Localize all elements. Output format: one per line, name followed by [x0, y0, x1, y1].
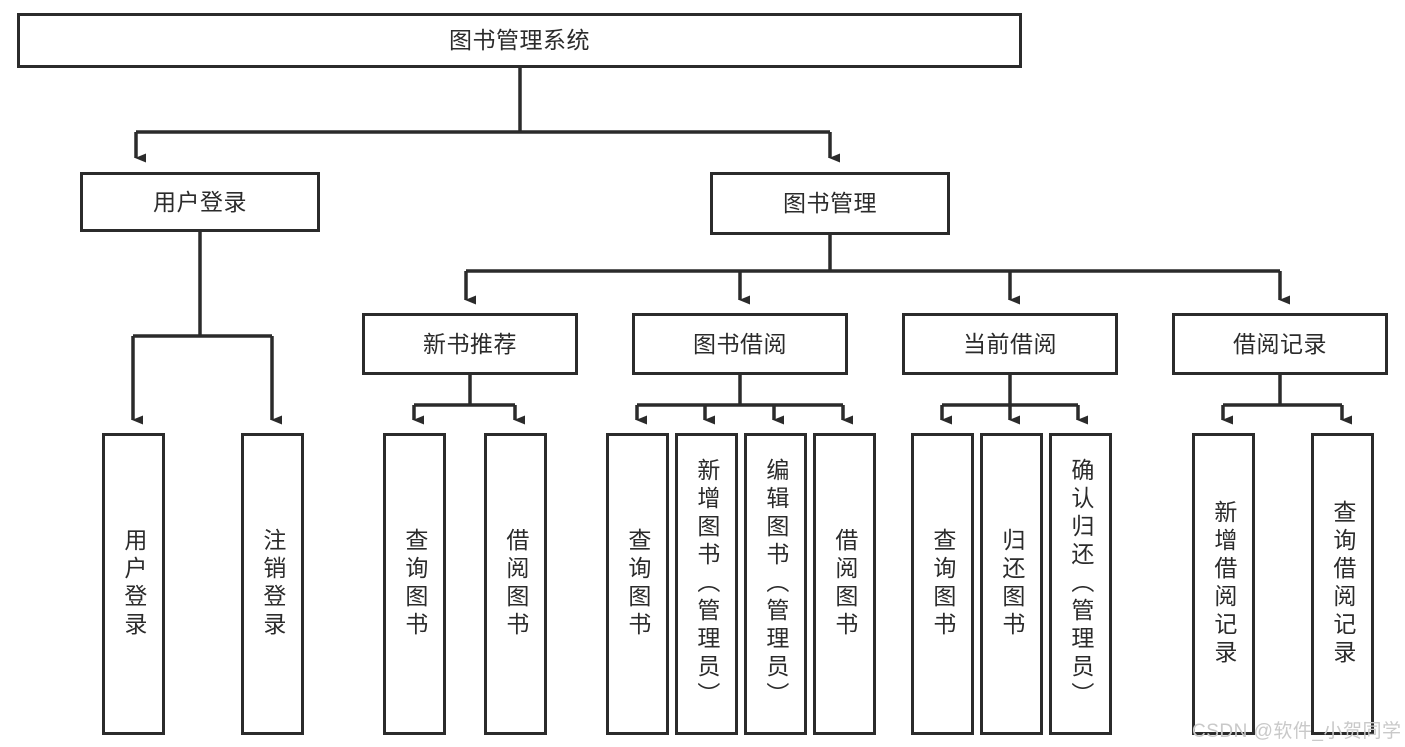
- node-leaf-add-book-admin[interactable]: 新增图书（管理员）: [675, 433, 738, 735]
- node-leaf-borrow-book[interactable]: 借阅图书: [813, 433, 876, 735]
- edges-current-borrow-to-leaves: [940, 375, 1088, 425]
- node-leaf-query-book-borrow[interactable]: 查询图书: [606, 433, 669, 735]
- node-label: 查询借阅记录: [1329, 500, 1356, 668]
- node-label: 查询图书: [624, 528, 651, 640]
- node-user-login[interactable]: 用户登录: [80, 172, 320, 232]
- node-leaf-confirm-return-admin[interactable]: 确认归还（管理员）: [1049, 433, 1112, 735]
- node-label: 借阅记录: [1233, 330, 1327, 357]
- edges-new-book-recommend-to-leaves: [412, 375, 525, 425]
- node-current-borrow[interactable]: 当前借阅: [902, 313, 1118, 375]
- node-label: 归还图书: [998, 528, 1025, 640]
- node-label: 查询图书: [929, 528, 956, 640]
- node-leaf-user-login[interactable]: 用户登录: [102, 433, 165, 735]
- edges-book-manage-to-level3: [464, 235, 1290, 305]
- node-book-management[interactable]: 图书管理: [710, 172, 950, 235]
- node-label: 借阅图书: [502, 528, 529, 640]
- node-leaf-query-book-current[interactable]: 查询图书: [911, 433, 974, 735]
- node-label: 图书管理系统: [449, 27, 590, 54]
- node-label: 新增借阅记录: [1210, 500, 1237, 668]
- watermark-text: CSDN @软件_小贺同学: [1192, 721, 1402, 742]
- node-label: 用户登录: [153, 188, 247, 215]
- edges-book-borrow-to-leaves: [635, 375, 853, 425]
- node-leaf-query-borrow-record[interactable]: 查询借阅记录: [1311, 433, 1374, 735]
- node-label: 编辑图书（管理员）: [762, 458, 789, 710]
- node-label: 确认归还（管理员）: [1067, 458, 1094, 710]
- node-label: 图书借阅: [693, 330, 787, 357]
- node-leaf-edit-book-admin[interactable]: 编辑图书（管理员）: [744, 433, 807, 735]
- node-new-book-recommend[interactable]: 新书推荐: [362, 313, 578, 375]
- node-root-book-management-system[interactable]: 图书管理系统: [17, 13, 1022, 68]
- edges-borrow-record-to-leaves: [1221, 375, 1352, 425]
- node-leaf-query-book-recommend[interactable]: 查询图书: [383, 433, 446, 735]
- edges-user-login-to-leaves: [131, 232, 282, 425]
- node-label: 图书管理: [783, 190, 877, 217]
- node-leaf-add-borrow-record[interactable]: 新增借阅记录: [1192, 433, 1255, 735]
- node-label: 新书推荐: [423, 330, 517, 357]
- node-label: 用户登录: [120, 528, 147, 640]
- node-label: 注销登录: [259, 528, 286, 640]
- node-borrow-record[interactable]: 借阅记录: [1172, 313, 1388, 375]
- node-label: 当前借阅: [963, 330, 1057, 357]
- node-leaf-user-logout[interactable]: 注销登录: [241, 433, 304, 735]
- node-leaf-return-book[interactable]: 归还图书: [980, 433, 1043, 735]
- node-label: 新增图书（管理员）: [693, 458, 720, 710]
- edges-root-to-level2: [134, 68, 840, 163]
- node-book-borrow[interactable]: 图书借阅: [632, 313, 848, 375]
- node-label: 借阅图书: [831, 528, 858, 640]
- node-label: 查询图书: [401, 528, 428, 640]
- node-leaf-borrow-book-recommend[interactable]: 借阅图书: [484, 433, 547, 735]
